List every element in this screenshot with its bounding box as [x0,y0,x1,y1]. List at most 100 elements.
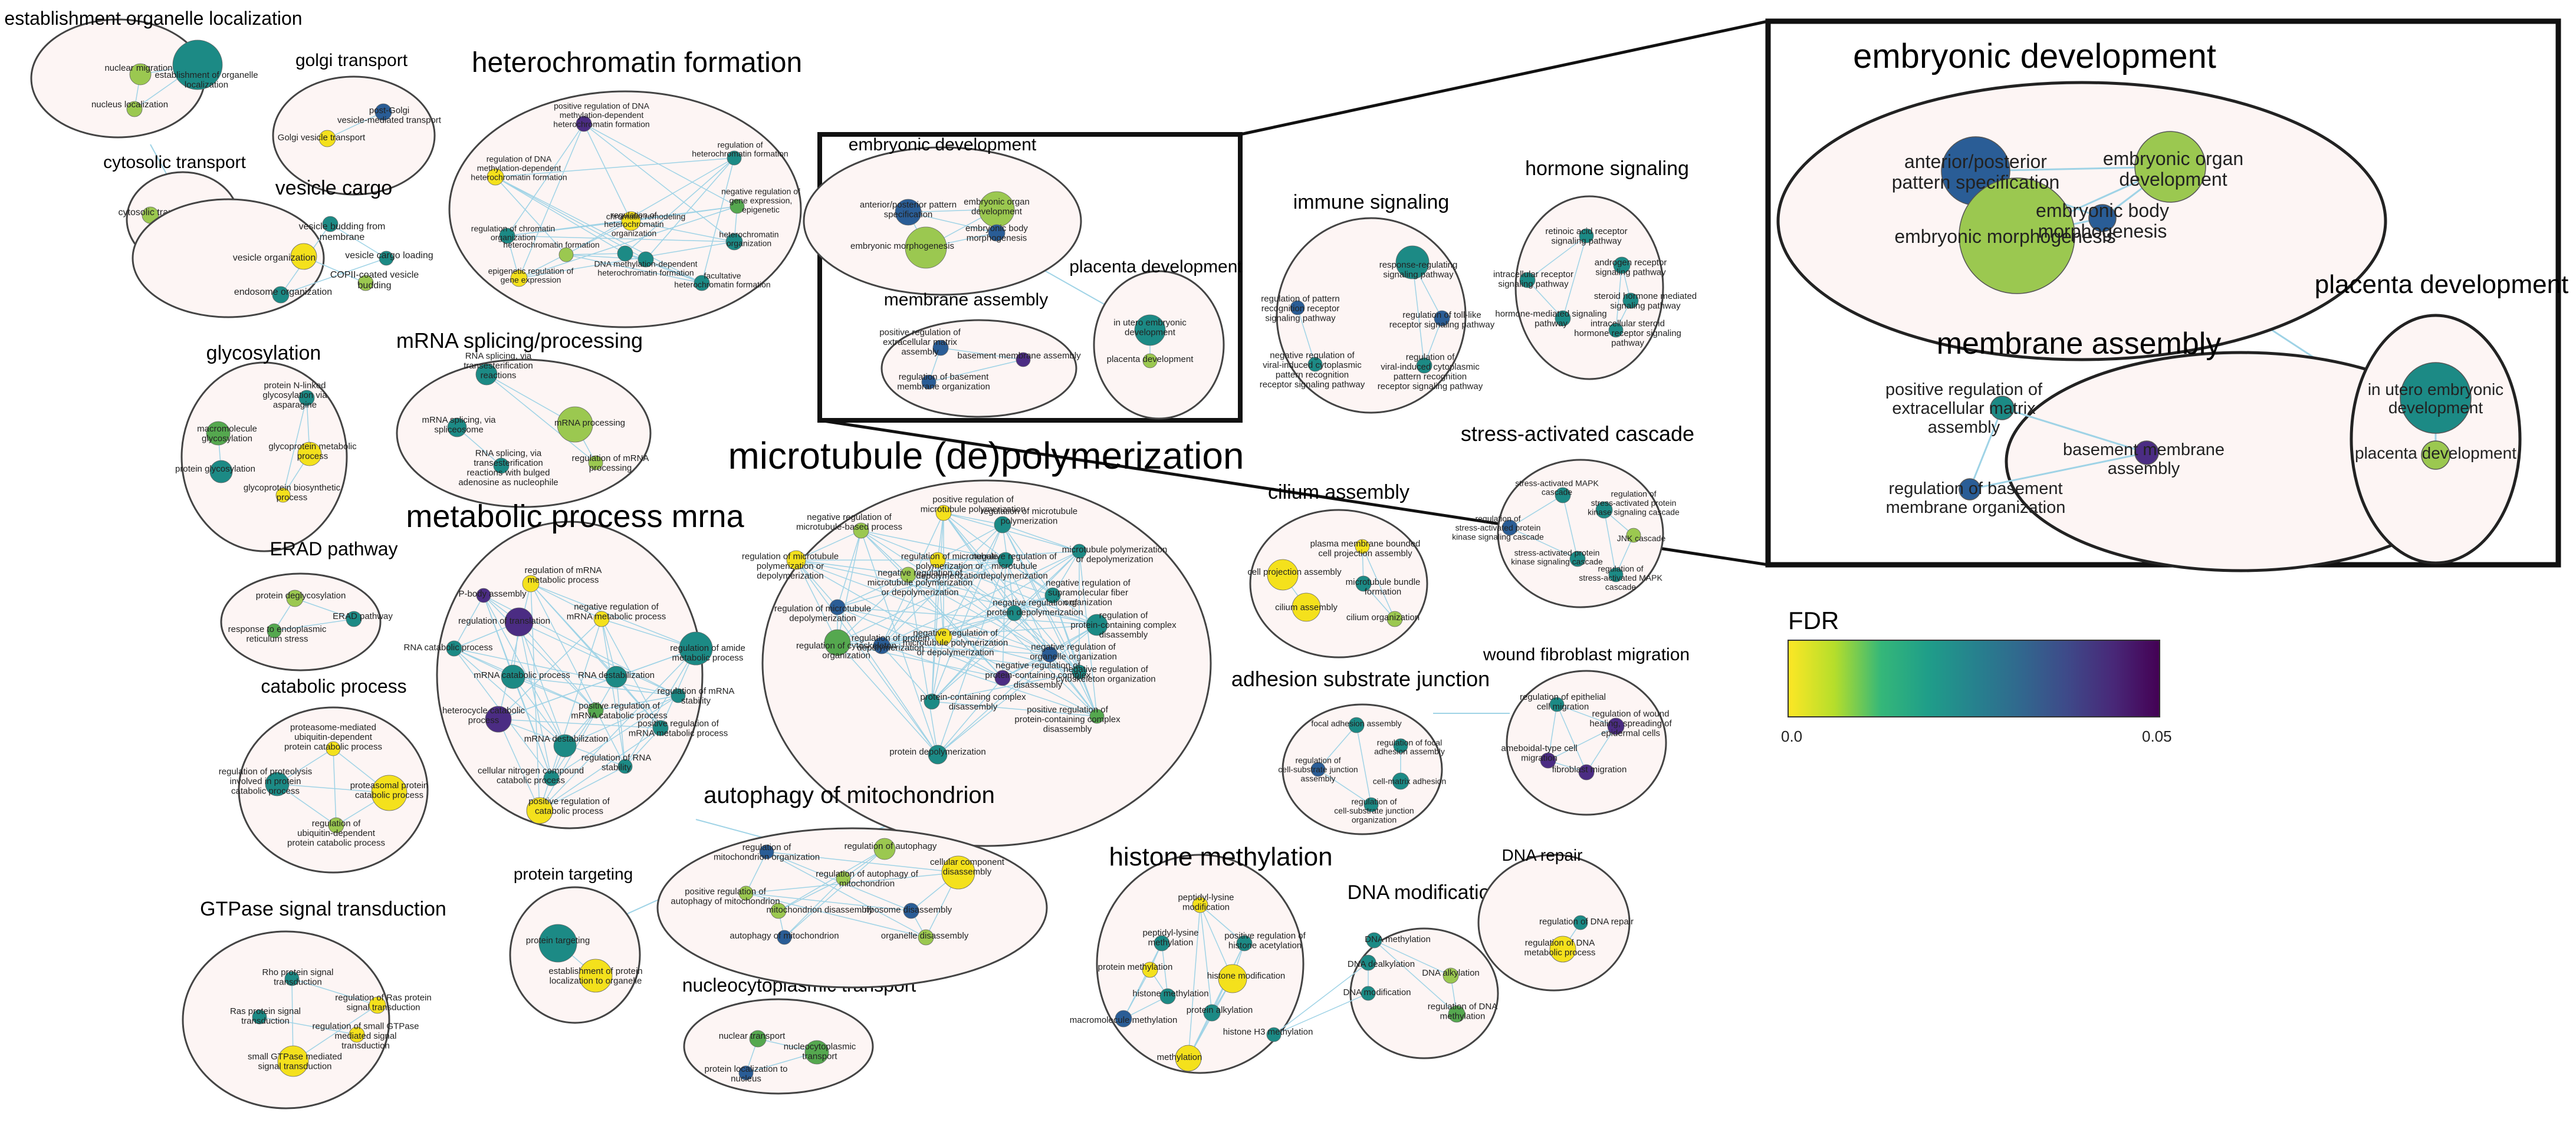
node[interactable] [1386,611,1403,627]
node[interactable] [1416,357,1432,374]
node[interactable] [1236,935,1253,951]
node[interactable] [1608,322,1624,338]
node[interactable] [587,702,604,719]
node[interactable] [873,637,891,654]
node[interactable] [522,575,540,592]
node[interactable] [209,460,233,483]
node[interactable] [277,1045,309,1077]
node[interactable] [275,488,291,503]
node[interactable] [1006,605,1023,621]
node[interactable] [1292,592,1321,622]
node[interactable] [824,629,851,656]
node[interactable] [727,150,742,166]
node[interactable] [588,455,603,470]
node[interactable] [286,590,304,607]
node[interactable] [786,550,806,570]
node[interactable] [1990,396,2015,420]
node[interactable] [252,1009,267,1025]
node[interactable] [1142,962,1158,978]
node[interactable] [1595,501,1613,519]
node[interactable] [1608,567,1624,582]
node[interactable] [1392,772,1409,790]
node[interactable] [1348,717,1365,733]
node[interactable] [804,1040,829,1065]
node[interactable] [493,457,510,474]
node[interactable] [928,745,948,765]
node[interactable] [1448,1005,1466,1023]
node[interactable] [297,442,322,466]
node[interactable] [1959,177,2075,294]
node[interactable] [895,199,922,226]
node[interactable] [997,552,1014,568]
node[interactable] [1549,936,1576,963]
node[interactable] [738,1065,754,1081]
node[interactable] [1613,256,1631,274]
node[interactable] [679,631,713,666]
node[interactable] [617,245,633,262]
node[interactable] [485,706,512,733]
node[interactable] [1366,932,1382,949]
node[interactable] [1555,310,1571,327]
node[interactable] [2134,440,2159,465]
node[interactable] [1607,717,1625,735]
node[interactable] [836,871,851,886]
node[interactable] [2088,204,2117,232]
node[interactable] [749,1030,767,1048]
node[interactable] [526,797,553,824]
node[interactable] [2134,131,2206,203]
node[interactable] [929,552,946,568]
node[interactable] [738,885,754,901]
node[interactable] [1363,797,1379,812]
node[interactable] [579,959,613,993]
node[interactable] [605,666,627,688]
node[interactable] [2421,440,2450,470]
node[interactable] [129,63,152,85]
node[interactable] [1395,245,1430,279]
node[interactable] [1569,551,1586,567]
node[interactable] [374,103,392,121]
node[interactable] [557,406,593,443]
node[interactable] [829,599,846,615]
node[interactable] [935,505,952,521]
node[interactable] [1622,292,1639,309]
node[interactable] [267,623,282,638]
node[interactable] [1959,478,1981,501]
node[interactable] [379,251,394,266]
node[interactable] [1290,300,1305,315]
node[interactable] [1267,559,1299,591]
node[interactable] [371,775,408,811]
node[interactable] [1041,646,1058,663]
node[interactable] [1142,353,1158,368]
node[interactable] [543,770,560,786]
node[interactable] [553,734,577,758]
node[interactable] [777,930,792,945]
node[interactable] [284,971,300,986]
node[interactable] [621,211,641,231]
node[interactable] [1355,539,1370,554]
node[interactable] [1154,935,1170,951]
node[interactable] [322,216,339,232]
node[interactable] [346,611,362,627]
node[interactable] [905,226,947,269]
node[interactable] [593,611,610,627]
node[interactable] [206,421,231,446]
node[interactable] [1355,575,1372,592]
node[interactable] [357,275,374,291]
node[interactable] [326,741,341,756]
node[interactable] [900,567,916,583]
node[interactable] [1443,967,1459,984]
node[interactable] [1089,709,1105,724]
node[interactable] [1626,528,1641,543]
node[interactable] [694,275,710,291]
node[interactable] [638,251,654,268]
node[interactable] [446,640,462,657]
node[interactable] [447,417,467,437]
node[interactable] [504,607,534,637]
node[interactable] [476,588,491,603]
node[interactable] [1115,1010,1132,1028]
node[interactable] [290,243,317,270]
node[interactable] [1555,487,1571,503]
node[interactable] [652,720,669,736]
node[interactable] [1501,519,1518,536]
node[interactable] [475,363,498,386]
